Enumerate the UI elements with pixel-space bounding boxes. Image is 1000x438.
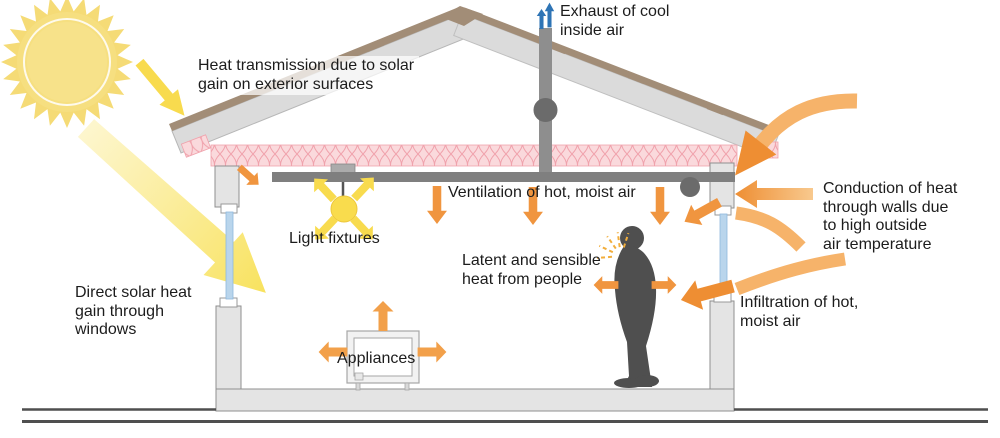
light-mount	[330, 163, 356, 174]
label-latent-heat: Latent and sensible heat from people	[462, 252, 601, 288]
floor-slab	[215, 388, 735, 412]
ground-lines	[22, 408, 988, 423]
label-infiltration: Infiltration of hot, moist air	[740, 294, 859, 330]
person-icon	[614, 226, 659, 388]
left-wall-top	[214, 165, 240, 208]
ventilation-arrow-icon	[427, 186, 447, 224]
label-light-fixtures: Light fixtures	[289, 230, 380, 247]
exhaust-duct	[533, 28, 558, 174]
ridge-cap	[441, 6, 483, 26]
body-heat-rays-icon	[596, 232, 630, 259]
label-conduction: Conduction of heat through walls due to …	[823, 180, 958, 253]
outside-air-swooshes	[734, 93, 858, 296]
duct-boot-icon	[680, 177, 700, 197]
walls-and-floor	[214, 162, 735, 412]
solar-beam-through-window-icon	[77, 119, 266, 293]
ceiling	[272, 163, 735, 197]
ventilation-arrow-icon	[650, 187, 670, 225]
ceiling-insulation	[180, 134, 779, 167]
duct-fan-icon	[533, 98, 558, 122]
solar-radiation-arrow-icon	[130, 54, 194, 124]
light-fixture-icon	[307, 171, 381, 246]
label-heat-transmission: Heat transmission due to solar gain on e…	[193, 56, 420, 95]
label-direct-solar: Direct solar heat gain through windows	[75, 284, 192, 338]
label-exhaust: Exhaust of cool inside air	[560, 3, 670, 39]
label-ventilation: Ventilation of hot, moist air	[448, 184, 636, 201]
exhaust-arrows	[536, 2, 555, 29]
label-appliances: Appliances	[337, 350, 416, 367]
left-window-glass	[225, 211, 234, 300]
appliance-icon	[346, 330, 420, 391]
conduction-arrow-icon	[735, 180, 813, 208]
sun-icon	[1, 0, 133, 128]
